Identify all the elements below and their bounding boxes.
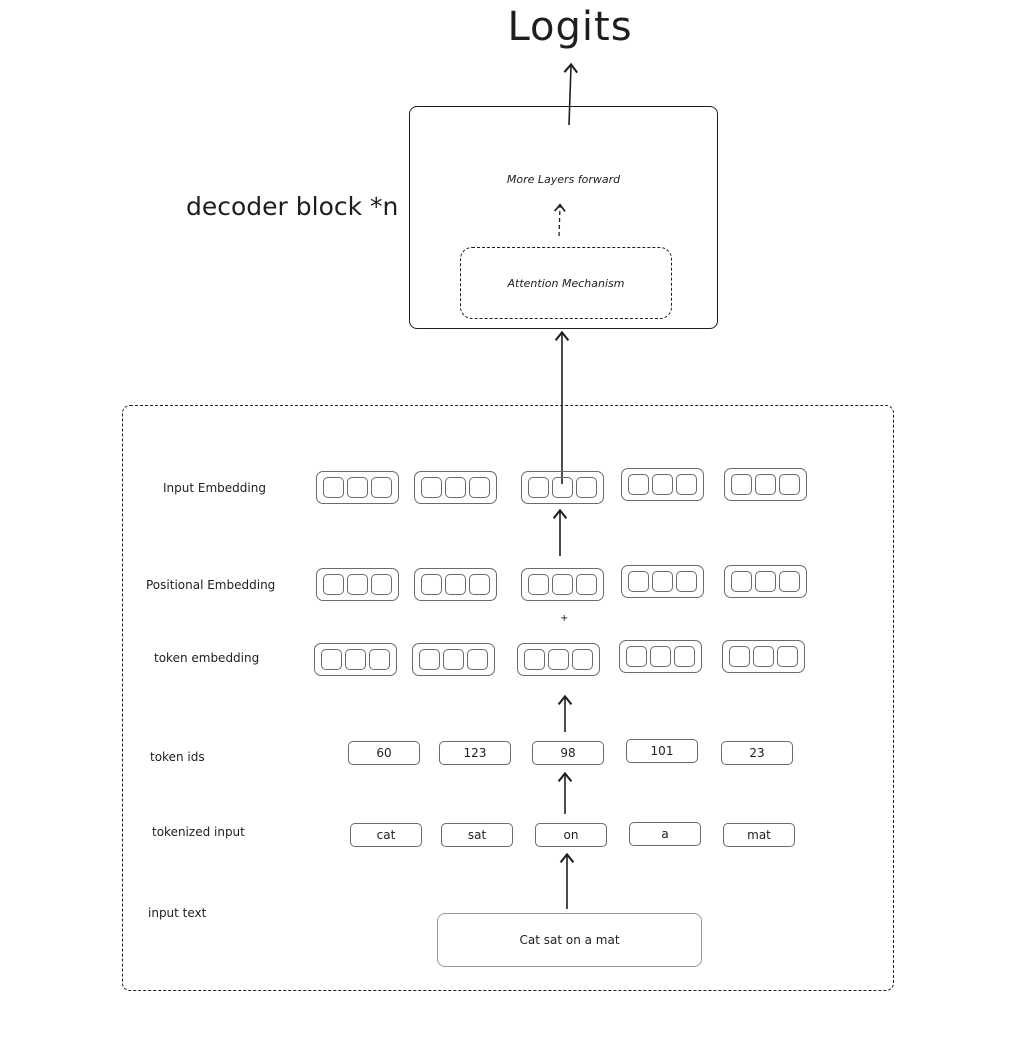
- row-label-token-ids: token ids: [150, 750, 205, 764]
- embedding-cell: [371, 574, 392, 595]
- embedding-cell: [469, 574, 490, 595]
- row-label-tokenized-input: tokenized input: [152, 825, 245, 839]
- embedding-cell: [419, 649, 440, 670]
- attention-mechanism-label: Attention Mechanism: [507, 276, 625, 290]
- embedding-cell: [731, 571, 752, 592]
- more-layers-label: More Layers forward: [506, 173, 621, 186]
- embedding-cell: [467, 649, 488, 670]
- embedding-cell: [524, 649, 545, 670]
- token-id-pill: 98: [532, 741, 604, 765]
- token-id-pill: 101: [626, 739, 698, 763]
- decoder-repeat-label: decoder block *n: [186, 192, 399, 221]
- token-embedding-vector: [722, 640, 805, 673]
- embedding-cell: [755, 571, 776, 592]
- token-id-pill: 123: [439, 741, 511, 765]
- embedding-cell: [548, 649, 569, 670]
- embedding-cell: [779, 571, 800, 592]
- embedding-cell: [321, 649, 342, 670]
- embedding-cell: [552, 477, 573, 498]
- embedding-cell: [445, 477, 466, 498]
- embedding-cell: [528, 477, 549, 498]
- input-embedding-vector: [724, 468, 807, 501]
- embedding-cell: [628, 474, 649, 495]
- embedding-cell: [421, 574, 442, 595]
- token-pill: on: [535, 823, 607, 847]
- positional-embedding-vector: [621, 565, 704, 598]
- token-embedding-vector: [517, 643, 600, 676]
- token-id-pill: 23: [721, 741, 793, 765]
- embedding-cell: [421, 477, 442, 498]
- embedding-cell: [652, 474, 673, 495]
- embedding-cell: [345, 649, 366, 670]
- row-label-positional-embedding: Positional Embedding: [146, 578, 276, 592]
- embedding-cell: [777, 646, 798, 667]
- embedding-cell: [323, 477, 344, 498]
- input-embedding-vector: [521, 471, 604, 504]
- embedding-cell: [323, 574, 344, 595]
- input-text-box: Cat sat on a mat: [437, 913, 702, 967]
- token-pill: mat: [723, 823, 795, 847]
- positional-embedding-vector: [724, 565, 807, 598]
- row-label-input-embedding: Input Embedding: [163, 481, 266, 495]
- embedding-cell: [650, 646, 671, 667]
- plus-sign: +: [560, 613, 569, 624]
- embedding-cell: [443, 649, 464, 670]
- embedding-cell: [369, 649, 390, 670]
- decoder-block: [409, 106, 718, 329]
- embedding-cell: [469, 477, 490, 498]
- input-text-value: Cat sat on a mat: [519, 933, 620, 947]
- token-embedding-vector: [619, 640, 702, 673]
- embedding-cell: [755, 474, 776, 495]
- input-embedding-vector: [414, 471, 497, 504]
- row-label-input-text: input text: [148, 906, 207, 920]
- input-embedding-vector: [316, 471, 399, 504]
- token-embedding-vector: [412, 643, 495, 676]
- embedding-cell: [371, 477, 392, 498]
- token-pill: cat: [350, 823, 422, 847]
- token-id-pill: 60: [348, 741, 420, 765]
- embedding-cell: [729, 646, 750, 667]
- embedding-cell: [753, 646, 774, 667]
- positional-embedding-vector: [316, 568, 399, 601]
- attention-mechanism-box: Attention Mechanism: [460, 247, 672, 319]
- logits-title: Logits: [507, 4, 633, 50]
- token-embedding-vector: [314, 643, 397, 676]
- embedding-cell: [347, 477, 368, 498]
- token-pill: sat: [441, 823, 513, 847]
- embedding-cell: [676, 571, 697, 592]
- embedding-cell: [445, 574, 466, 595]
- input-embedding-vector: [621, 468, 704, 501]
- embedding-cell: [572, 649, 593, 670]
- embedding-cell: [628, 571, 649, 592]
- positional-embedding-vector: [521, 568, 604, 601]
- embedding-cell: [674, 646, 695, 667]
- embedding-cell: [652, 571, 673, 592]
- row-label-token-embedding: token embedding: [154, 651, 260, 665]
- input-pipeline-container: [122, 405, 894, 991]
- embedding-cell: [779, 474, 800, 495]
- positional-embedding-vector: [414, 568, 497, 601]
- embedding-cell: [576, 477, 597, 498]
- embedding-cell: [576, 574, 597, 595]
- embedding-cell: [347, 574, 368, 595]
- embedding-cell: [626, 646, 647, 667]
- embedding-cell: [731, 474, 752, 495]
- embedding-cell: [528, 574, 549, 595]
- embedding-cell: [552, 574, 573, 595]
- embedding-cell: [676, 474, 697, 495]
- token-pill: a: [629, 822, 701, 846]
